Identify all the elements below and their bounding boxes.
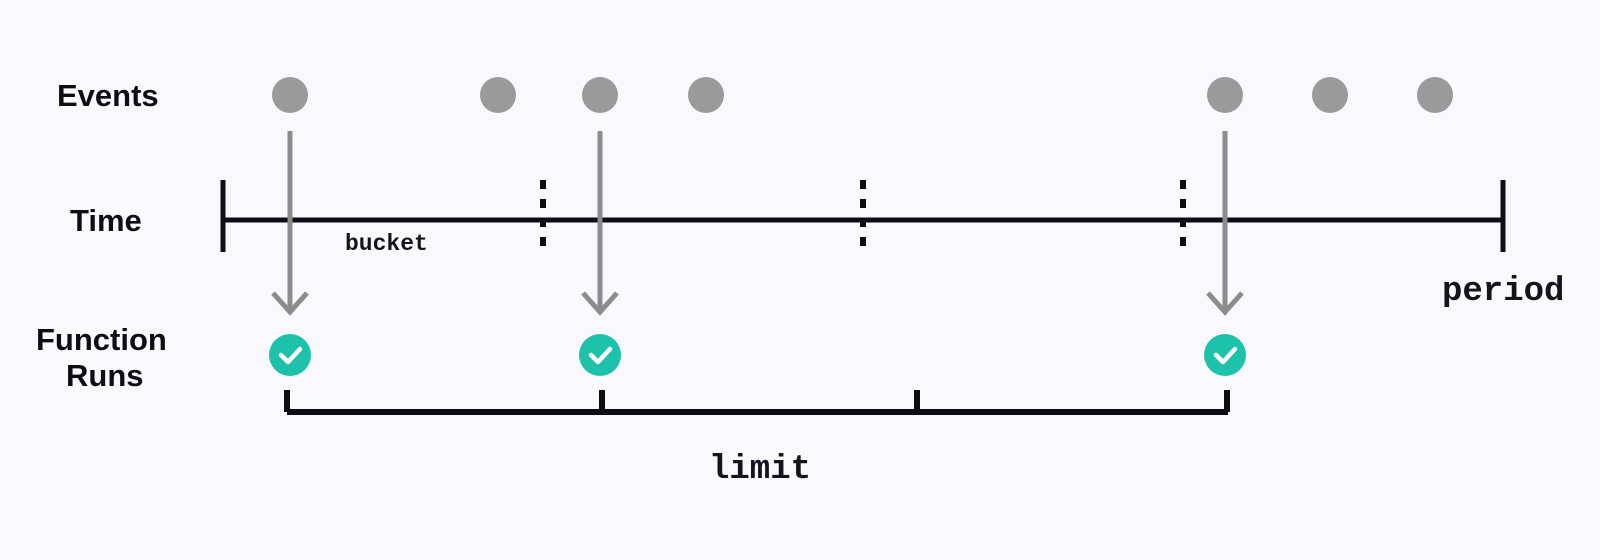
bucket-dividers bbox=[540, 180, 1186, 252]
event-dot-icon-4 bbox=[688, 77, 724, 113]
event-dot-icon-7 bbox=[1417, 77, 1453, 113]
check-circle-icon-1 bbox=[269, 334, 311, 376]
arrow-down-icon-3 bbox=[1206, 131, 1244, 316]
check-circle-icon-3 bbox=[1204, 334, 1246, 376]
event-dot-icon-3 bbox=[582, 77, 618, 113]
check-circle-icon-2 bbox=[579, 334, 621, 376]
arrow-down-icon-1 bbox=[271, 131, 309, 316]
function-runs-row-label-line1: Function bbox=[36, 322, 167, 357]
event-dot-icon-1 bbox=[272, 77, 308, 113]
event-dot-icon-6 bbox=[1312, 77, 1348, 113]
function-runs-row-label-line2: Runs bbox=[66, 358, 144, 393]
event-dot-icon-2 bbox=[480, 77, 516, 113]
events-row-label: Events bbox=[57, 78, 159, 113]
period-annotation-label: period bbox=[1442, 273, 1564, 311]
event-dot-icon-5 bbox=[1207, 77, 1243, 113]
time-row-label: Time bbox=[70, 203, 142, 238]
arrow-down-icon-2 bbox=[581, 131, 619, 316]
events-row bbox=[272, 77, 1453, 113]
limit-annotation-label: limit bbox=[709, 451, 811, 489]
function-runs-row bbox=[269, 334, 1246, 376]
event-to-run-arrows bbox=[271, 131, 1244, 316]
limit-bracket bbox=[284, 390, 1230, 415]
bucket-annotation-label: bucket bbox=[345, 231, 428, 257]
